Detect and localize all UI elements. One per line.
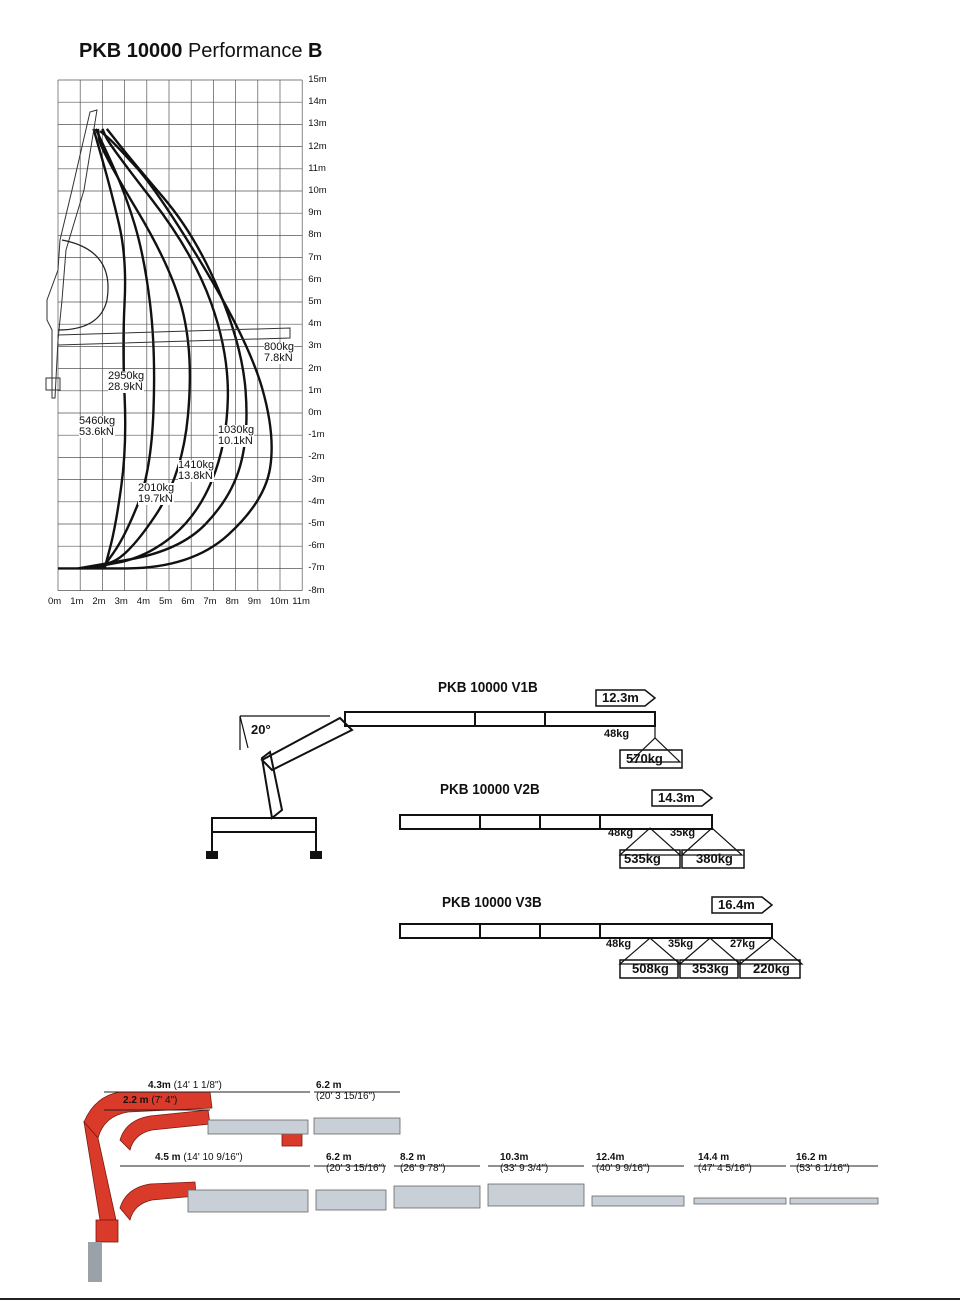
v1-attach: 48kg	[604, 728, 630, 740]
load-curve-5	[94, 128, 156, 570]
dim-top-a: 4.3m (14' 1 1/8")	[148, 1080, 222, 1091]
v3-load-1: 508kg	[632, 961, 669, 976]
y-tick-label: 8m	[308, 229, 322, 241]
y-tick-label: -4m	[308, 495, 325, 507]
v2-extension	[399, 814, 713, 830]
chart-grid	[57, 79, 303, 591]
x-tick-label: 1m	[70, 595, 84, 607]
v3-attach-2: 35kg	[668, 938, 694, 950]
y-tick-label: 13m	[308, 118, 327, 130]
crane-base	[211, 817, 317, 833]
x-tick-label: 8m	[225, 595, 239, 607]
load-curve-6	[92, 128, 127, 569]
v1-reach: 12.3m	[602, 690, 639, 705]
v2-attach-2: 35kg	[670, 827, 696, 839]
x-tick-label: 9m	[247, 595, 261, 607]
y-tick-label: 14m	[308, 96, 327, 108]
y-tick-label: 11m	[308, 162, 326, 174]
y-tick-label: -8m	[308, 584, 325, 596]
x-tick-label: 5m	[159, 595, 173, 607]
y-tick-label: 3m	[308, 340, 322, 352]
variant-v3-title: PKB 10000 V3B	[442, 894, 542, 911]
dim-ext-2: 8.2 m(26' 9 78")	[400, 1152, 446, 1174]
y-tick-label: 2m	[308, 362, 322, 374]
x-tick-label: 7m	[203, 595, 217, 607]
y-tick-label: 15m	[308, 74, 327, 85]
y-tick-label: 9m	[308, 207, 322, 219]
x-tick-label: 11m	[292, 595, 310, 607]
x-tick-label: 10m	[270, 595, 289, 607]
y-tick-label: 10m	[308, 185, 327, 196]
variant-v1-title: PKB 10000 V1B	[438, 679, 538, 696]
y-tick-label: 5m	[308, 296, 322, 307]
dim-ext-6: 16.2 m(53' 6 1/16")	[796, 1152, 850, 1174]
page-title: PKB 10000 Performance B	[79, 40, 323, 62]
dimensions-diagram	[83, 1091, 879, 1282]
v3-load-2: 353kg	[692, 961, 729, 976]
v1-extension	[344, 711, 656, 727]
load-curve-4	[95, 128, 192, 570]
dim-ext-5: 14.4 m(47' 4 5/16")	[698, 1152, 752, 1174]
variant-v2-title: PKB 10000 V2B	[440, 781, 540, 798]
y-tick-label: -6m	[308, 540, 325, 552]
crane-column	[260, 750, 284, 820]
v3-attach-1: 48kg	[606, 938, 632, 950]
y-tick-label: 4m	[308, 318, 322, 330]
page-footer-rule	[0, 1298, 960, 1300]
y-tick-label: 0m	[308, 407, 322, 418]
chart-curves	[58, 128, 273, 570]
v3-load-3: 220kg	[753, 961, 790, 976]
boom-angle-label: 20°	[251, 722, 271, 737]
dim-top-b: 2.2 m (7' 4")	[123, 1095, 178, 1106]
dim-ext-3: 10.3m(33' 9 3/4")	[500, 1152, 549, 1174]
v3-extension	[399, 923, 773, 939]
load-curve-3	[86, 128, 230, 570]
x-tick-label: 0m	[48, 595, 62, 607]
main-boom	[260, 716, 354, 772]
v1-load: 570kg	[626, 751, 663, 766]
variants-diagram	[206, 689, 804, 979]
y-tick-label: -7m	[308, 562, 325, 574]
load-curve-2	[77, 128, 248, 570]
load-chart	[45, 79, 303, 591]
v2-reach: 14.3m	[658, 790, 695, 805]
y-tick-label: 7m	[308, 251, 322, 263]
crane-silhouette	[45, 109, 291, 399]
dim-ext-4: 12.4m(40' 9 9/16")	[596, 1152, 650, 1174]
dim-top-c: 6.2 m(20' 3 15/16")	[316, 1080, 376, 1102]
y-tick-label: -5m	[308, 518, 325, 529]
x-tick-label: 4m	[136, 595, 150, 607]
y-tick-label: 6m	[308, 273, 322, 285]
y-tick-label: 12m	[308, 140, 327, 152]
v3-reach: 16.4m	[718, 897, 755, 912]
x-tick-label: 2m	[92, 595, 106, 607]
y-tick-label: -3m	[308, 473, 325, 485]
x-tick-label: 6m	[181, 595, 195, 607]
v2-load-1: 535kg	[624, 851, 661, 866]
dim-bottom-a: 4.5 m (14' 10 9/16")	[155, 1152, 243, 1163]
y-tick-label: 1m	[308, 384, 322, 396]
v2-attach-1: 48kg	[608, 827, 634, 839]
v2-load-2: 380kg	[696, 851, 733, 866]
v3-attach-3: 27kg	[730, 938, 756, 950]
dim-ext-1: 6.2 m(20' 3 15/16")	[326, 1152, 386, 1174]
y-tick-label: -1m	[308, 429, 325, 441]
load-curve-1	[58, 130, 273, 570]
y-tick-label: -2m	[308, 451, 325, 463]
x-tick-label: 3m	[114, 595, 128, 607]
